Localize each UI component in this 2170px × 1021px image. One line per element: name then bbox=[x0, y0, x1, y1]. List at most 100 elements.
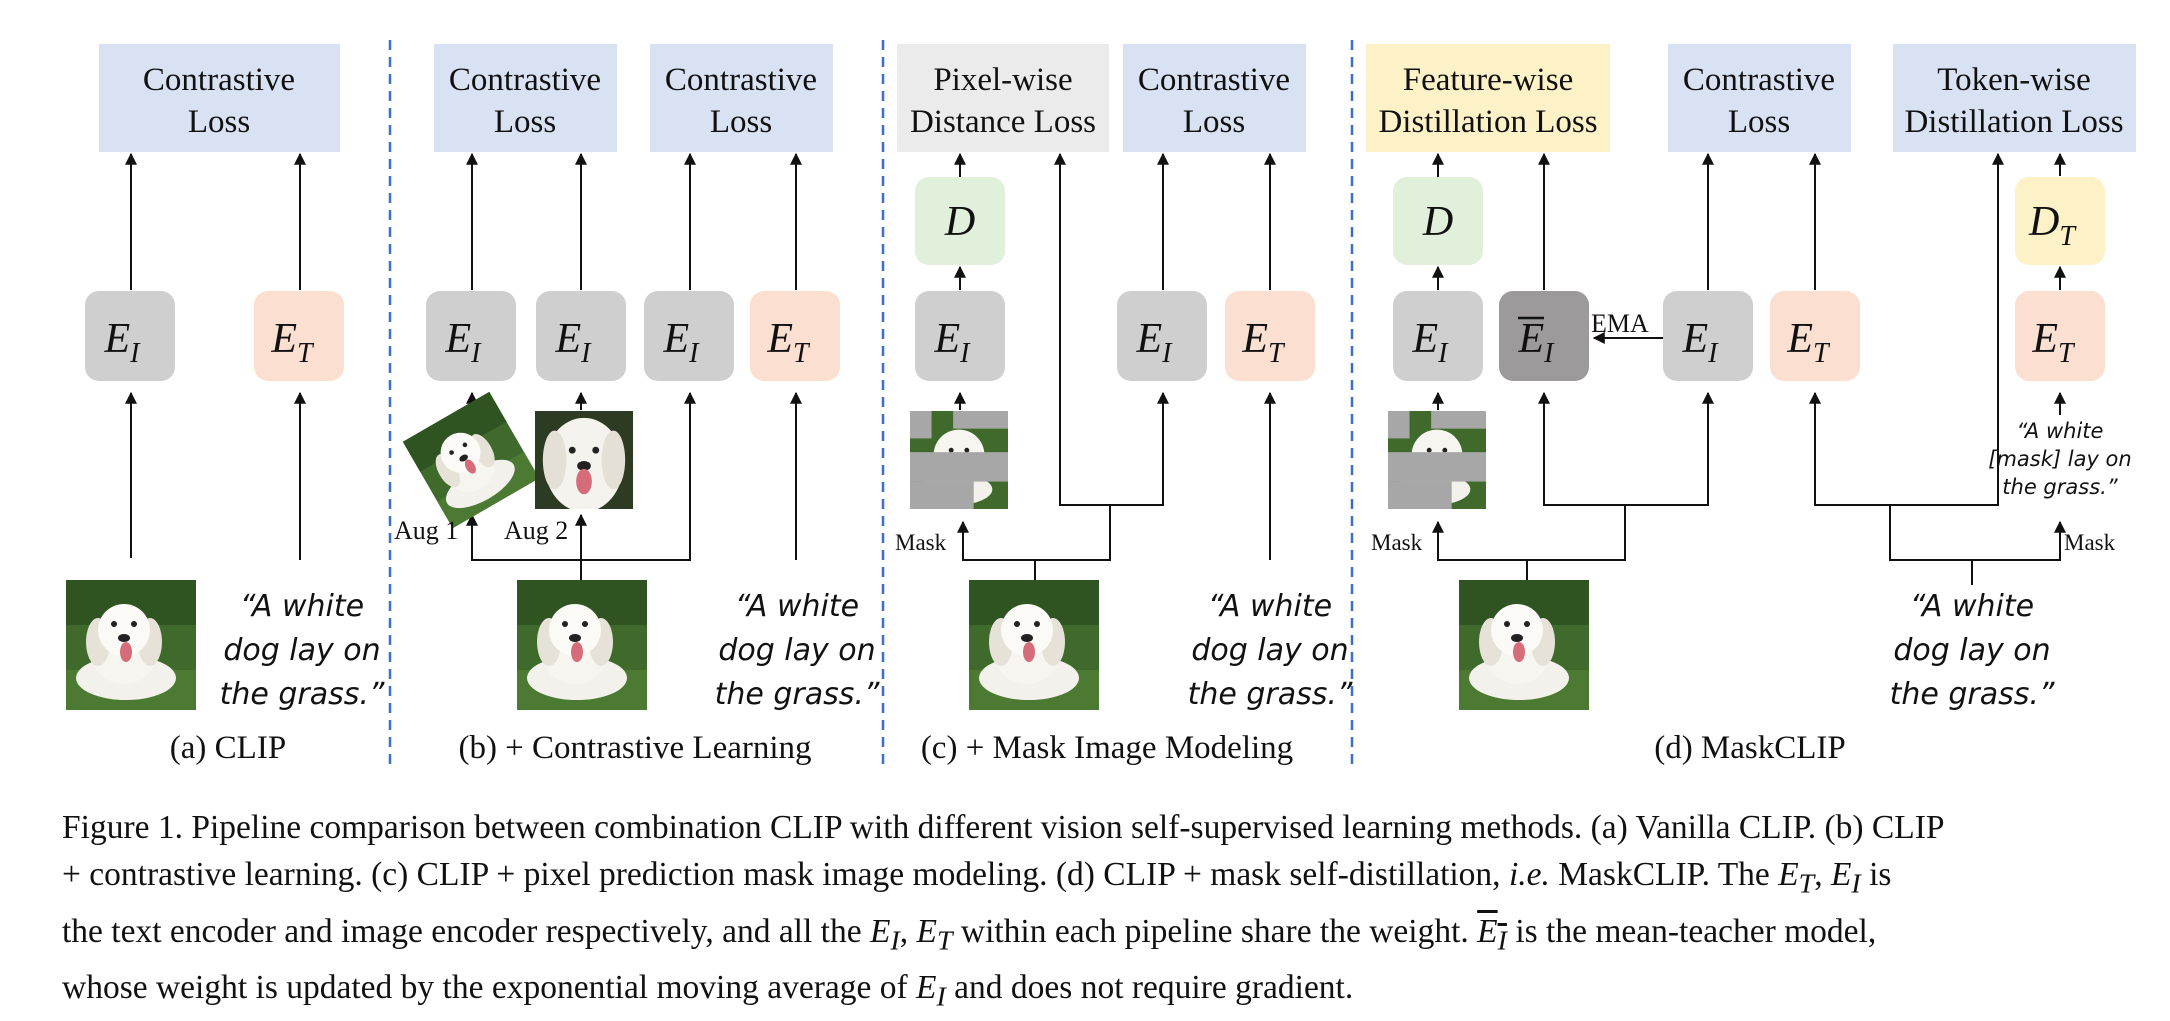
decoder-d: D bbox=[1393, 177, 1483, 265]
svg-text:the grass.”: the grass.” bbox=[1188, 677, 1353, 712]
text-encoder-a: ET bbox=[254, 291, 344, 381]
svg-text:Contrastive: Contrastive bbox=[1138, 62, 1290, 98]
svg-text:EI: EI bbox=[104, 316, 142, 369]
svg-text:EI: EI bbox=[1682, 316, 1720, 369]
connector-d-split bbox=[1432, 520, 1528, 580]
svg-text:ET: ET bbox=[1786, 316, 1831, 369]
mask-label-d-left: Mask bbox=[1371, 530, 1423, 555]
svg-text:Contrastive: Contrastive bbox=[143, 62, 295, 98]
svg-text:D: D bbox=[1422, 199, 1453, 245]
svg-text:Loss: Loss bbox=[710, 104, 772, 140]
svg-text:D: D bbox=[944, 199, 975, 245]
svg-text:EI: EI bbox=[663, 316, 701, 369]
svg-text:[mask] lay on: [mask] lay on bbox=[1988, 447, 2131, 471]
svg-text:DT: DT bbox=[2028, 199, 2077, 252]
connector-d-right bbox=[1527, 391, 1626, 561]
caption-line-3: the text encoder and image encoder respe… bbox=[62, 912, 1877, 957]
dog-image-d bbox=[1459, 580, 1589, 710]
connector-d-enc bbox=[1625, 391, 1714, 506]
image-encoder-b1: EI bbox=[426, 291, 516, 381]
svg-text:“A white: “A white bbox=[240, 589, 364, 624]
svg-text:dog lay on: dog lay on bbox=[718, 633, 875, 668]
connector-c-distance bbox=[1054, 152, 1110, 506]
svg-text:dog lay on: dog lay on bbox=[1191, 633, 1348, 668]
connector-c-split bbox=[957, 520, 1036, 580]
masked-image-c bbox=[910, 411, 1008, 509]
text-prompt-d: “A white dog lay on the grass.” bbox=[1890, 589, 2055, 712]
svg-text:ET: ET bbox=[766, 316, 811, 369]
svg-text:EI: EI bbox=[1518, 316, 1556, 369]
image-encoder-c1: EI bbox=[915, 291, 1005, 381]
loss-d-token-distillation: Token-wise Distillation Loss bbox=[1893, 44, 2136, 152]
svg-text:EI: EI bbox=[555, 316, 593, 369]
connector-d-text-split bbox=[1809, 391, 1973, 585]
svg-text:Distance Loss: Distance Loss bbox=[910, 104, 1096, 140]
text-prompt-b: “A white dog lay on the grass.” bbox=[715, 589, 880, 712]
ema-label: EMA bbox=[1591, 309, 1649, 338]
dog-image-c bbox=[969, 580, 1099, 710]
svg-text:Feature-wise: Feature-wise bbox=[1403, 62, 1573, 98]
svg-text:EI: EI bbox=[1136, 316, 1174, 369]
svg-text:Token-wise: Token-wise bbox=[1937, 62, 2090, 98]
svg-text:Loss: Loss bbox=[494, 104, 556, 140]
masked-text-prompt-d: “A white [mask] lay on the grass.” bbox=[1988, 419, 2131, 499]
image-encoder-b3: EI bbox=[644, 291, 734, 381]
svg-text:Pixel-wise: Pixel-wise bbox=[933, 62, 1072, 98]
connector-c-right bbox=[1035, 391, 1169, 561]
svg-text:Contrastive: Contrastive bbox=[665, 62, 817, 98]
svg-text:ET: ET bbox=[270, 316, 315, 369]
svg-text:Distillation Loss: Distillation Loss bbox=[1378, 104, 1597, 140]
figure-caption: Figure 1. Pipeline comparison between co… bbox=[62, 804, 2122, 1021]
masked-image-d bbox=[1388, 411, 1486, 509]
svg-text:Loss: Loss bbox=[188, 104, 250, 140]
connector-d-mask-right bbox=[1972, 520, 2066, 561]
caption-line-1: Figure 1. Pipeline comparison between co… bbox=[62, 809, 1945, 846]
svg-text:Contrastive: Contrastive bbox=[449, 62, 601, 98]
caption-line-2: + contrastive learning. (c) CLIP + pixel… bbox=[62, 856, 1892, 900]
decoder-c: D bbox=[915, 177, 1005, 265]
loss-c-contrastive: Contrastive Loss bbox=[1123, 44, 1306, 152]
svg-text:ET: ET bbox=[2031, 316, 2076, 369]
svg-text:EI: EI bbox=[445, 316, 483, 369]
image-encoder-c2: EI bbox=[1117, 291, 1207, 381]
svg-text:ET: ET bbox=[1241, 316, 1286, 369]
svg-text:“A white: “A white bbox=[1910, 589, 2034, 624]
svg-text:Loss: Loss bbox=[1728, 104, 1790, 140]
loss-d-contrastive: Contrastive Loss bbox=[1668, 44, 1851, 152]
dog-image-a bbox=[66, 580, 196, 710]
svg-text:“A white: “A white bbox=[735, 589, 859, 624]
image-encoder-b2: EI bbox=[536, 291, 626, 381]
text-prompt-a: “A white dog lay on the grass.” bbox=[220, 589, 385, 712]
panel-caption-c: (c) + Mask Image Modeling bbox=[921, 730, 1293, 766]
svg-text:EI: EI bbox=[934, 316, 972, 369]
svg-text:the grass.”: the grass.” bbox=[220, 677, 385, 712]
text-encoder-b: ET bbox=[750, 291, 840, 381]
mask-label-d-right: Mask bbox=[2064, 530, 2116, 555]
image-encoder-d1: EI bbox=[1393, 291, 1483, 381]
svg-text:Distillation Loss: Distillation Loss bbox=[1904, 104, 2123, 140]
text-decoder-d: DT bbox=[2015, 177, 2105, 265]
text-encoder-c: ET bbox=[1225, 291, 1315, 381]
svg-text:EI: EI bbox=[1412, 316, 1450, 369]
svg-text:Loss: Loss bbox=[1183, 104, 1245, 140]
text-encoder-d1: ET bbox=[1770, 291, 1860, 381]
dog-image-b bbox=[517, 580, 647, 710]
ema-teacher-encoder-d: EI bbox=[1499, 291, 1589, 381]
svg-text:Contrastive: Contrastive bbox=[1683, 62, 1835, 98]
image-encoder-d2: EI bbox=[1663, 291, 1753, 381]
text-prompt-c: “A white dog lay on the grass.” bbox=[1188, 589, 1353, 712]
aug1-label: Aug 1 bbox=[394, 516, 458, 545]
mask-label-c: Mask bbox=[895, 530, 947, 555]
loss-b-contrastive-2: Contrastive Loss bbox=[650, 44, 833, 152]
loss-c-pixel-distance: Pixel-wise Distance Loss bbox=[897, 44, 1109, 152]
svg-text:the grass.”: the grass.” bbox=[2002, 475, 2119, 499]
svg-text:the grass.”: the grass.” bbox=[715, 677, 880, 712]
aug2-label: Aug 2 bbox=[504, 516, 568, 545]
aug2-image bbox=[535, 411, 633, 509]
svg-text:dog lay on: dog lay on bbox=[223, 633, 380, 668]
loss-a-contrastive: Contrastive Loss bbox=[99, 44, 340, 152]
svg-text:the grass.”: the grass.” bbox=[1890, 677, 2055, 712]
aug1-image bbox=[402, 391, 540, 529]
loss-d-feature-distillation: Feature-wise Distillation Loss bbox=[1366, 44, 1610, 152]
